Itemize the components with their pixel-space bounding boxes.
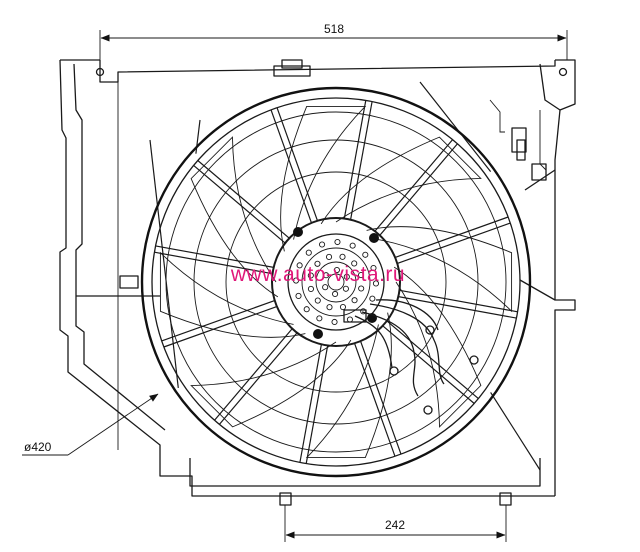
dimension-fan-diameter: ø420: [22, 393, 159, 456]
motor-hub: [271, 217, 401, 347]
frame-spoke: [270, 107, 319, 224]
hub-hole: [358, 271, 365, 279]
hub-hole: [323, 272, 330, 279]
fan-blade: [393, 266, 482, 428]
hub-hole: [351, 260, 358, 267]
frame-spoke: [193, 160, 290, 244]
frame-spoke: [214, 328, 298, 425]
frame-spoke: [343, 100, 373, 220]
hub-hole: [326, 304, 333, 311]
hub-hole: [314, 297, 321, 304]
hub-hole: [372, 280, 380, 287]
frame-spoke: [353, 340, 402, 457]
hub-hole: [358, 285, 365, 292]
fan-blade: [366, 226, 513, 313]
fan-ring: [140, 86, 532, 478]
mounting-strut: [419, 81, 492, 172]
fan-blade: [280, 105, 367, 252]
hub-hole: [295, 292, 302, 299]
fan-blade: [190, 136, 279, 298]
frame-spoke: [394, 216, 511, 265]
hub-hole: [370, 265, 377, 272]
hub-hole: [351, 297, 358, 304]
motor-wiring: [343, 299, 479, 415]
hub-hole: [339, 304, 347, 311]
frame-spoke: [374, 139, 458, 236]
fan-blade: [159, 251, 306, 338]
hub-hole: [332, 290, 339, 298]
hub-hole: [322, 284, 329, 291]
fan-blade: [320, 136, 482, 225]
hub-hole: [319, 241, 326, 248]
frame-spoke: [382, 320, 479, 404]
frame-spoke: [398, 289, 518, 319]
fan-blades: [159, 105, 513, 459]
hub-hole: [296, 262, 303, 269]
frame-spoke: [299, 344, 329, 464]
dim-mount-spacing-label: 242: [385, 518, 405, 532]
mounting-strut: [490, 392, 541, 471]
hub-hole: [334, 238, 341, 246]
dim-fan-diameter-label: ø420: [24, 440, 52, 454]
fan-blade: [190, 339, 352, 428]
hub-hole: [316, 315, 323, 322]
dim-overall-width-label: 518: [324, 22, 344, 36]
hub-hole: [314, 260, 321, 267]
hub-hole: [369, 295, 376, 302]
hub-hole: [333, 266, 340, 274]
hub-hole: [342, 285, 349, 292]
hub-hole: [325, 253, 333, 260]
hub-hole: [339, 253, 346, 260]
dimension-overall-width: 518: [99, 22, 568, 60]
hub-hole: [362, 251, 369, 258]
shroud-outline: [59, 59, 576, 506]
mounting-strut: [149, 139, 179, 389]
watermark-text: www.auto-vista.ru: [230, 263, 405, 286]
frame-spoke: [161, 299, 278, 348]
hub-hole: [346, 316, 353, 323]
hub-hole: [292, 277, 300, 284]
hub-hole: [349, 242, 356, 249]
dimension-mount-spacing: 242: [284, 505, 507, 542]
hub-hole: [307, 285, 314, 293]
hub-hole: [303, 306, 310, 313]
hub-hole: [305, 249, 312, 256]
hub-hole: [331, 318, 338, 326]
hub-hole: [307, 272, 314, 279]
frame-spoke: [154, 245, 274, 275]
hub-hole: [343, 273, 350, 280]
fan-blade: [305, 312, 392, 459]
